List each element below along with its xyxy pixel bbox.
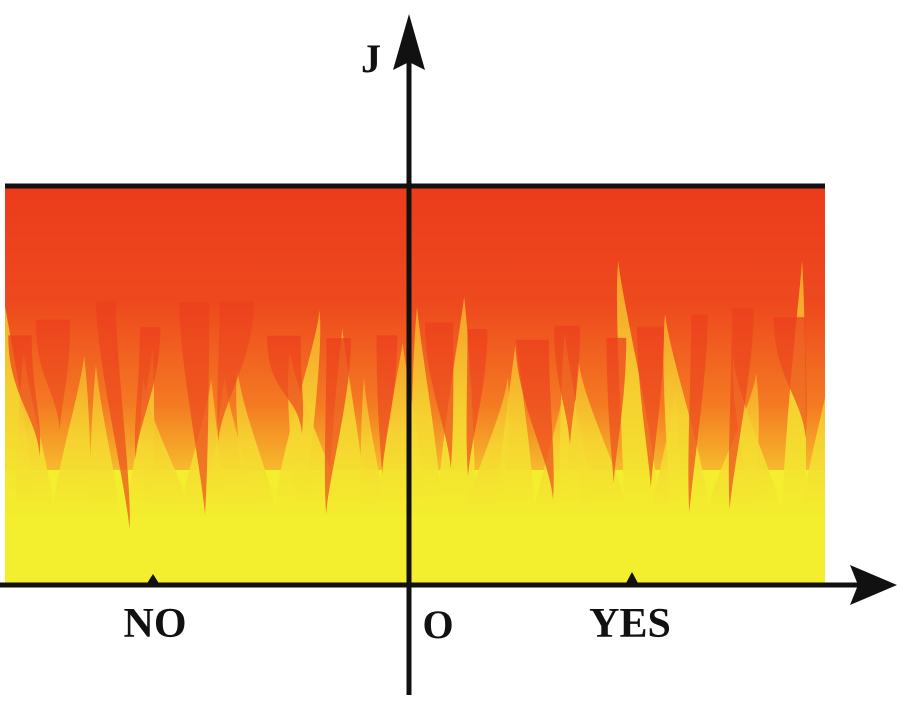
- flame-tongue-yellow: [575, 361, 631, 520]
- flame-tongue-yellow: [410, 306, 443, 520]
- flame-tongue-red: [267, 335, 304, 435]
- flame-tongue-yellow: [436, 296, 476, 520]
- flame-tongue-red: [134, 327, 161, 460]
- flame-tongue-red: [554, 325, 581, 445]
- x-axis-arrowhead: [850, 565, 897, 605]
- flame-tongue-red: [606, 337, 627, 484]
- flame-tongue-red: [636, 326, 665, 488]
- flame-tongue-red: [35, 319, 71, 431]
- flame-tongue-yellow: [51, 355, 92, 520]
- flame-tongue-yellow: [801, 397, 825, 520]
- flame-tongue-red: [324, 338, 351, 515]
- y-axis-arrowhead: [393, 14, 425, 70]
- flame-tongue-yellow: [496, 338, 536, 520]
- flame-tongue-yellow: [236, 367, 279, 520]
- flame-tongue-red: [728, 308, 754, 510]
- flame-tongue-red: [773, 317, 807, 439]
- flame-tongue-red: [96, 300, 130, 530]
- x-tick-label-yes: YES: [589, 601, 671, 647]
- flame-tongue-red: [466, 329, 488, 477]
- flame-tongue-red: [424, 322, 454, 469]
- flame-tongue-red: [217, 301, 254, 443]
- flame-tongue-red: [179, 302, 210, 515]
- flame-tongue-red: [376, 335, 398, 474]
- flame-tongue-red: [8, 335, 41, 456]
- tick-marker-no: [146, 574, 160, 585]
- tick-marker-yes: [625, 572, 639, 585]
- flame-tongue-yellow: [89, 364, 121, 520]
- flame-tongues-red: [8, 300, 807, 530]
- flame-tongues-yellow: [5, 260, 825, 520]
- x-tick-label-no: NO: [124, 601, 187, 647]
- flame-tongue-red: [688, 314, 708, 513]
- flame-tongue-yellow: [663, 313, 711, 520]
- flame-tongue-yellow: [141, 379, 194, 520]
- flame-tongue-yellow: [732, 356, 784, 520]
- origin-label: O: [422, 602, 453, 647]
- y-axis-label: J: [361, 36, 381, 81]
- flame-tongue-red: [515, 339, 554, 500]
- flame-tongue-yellow: [463, 376, 510, 520]
- fire-band: [5, 186, 825, 584]
